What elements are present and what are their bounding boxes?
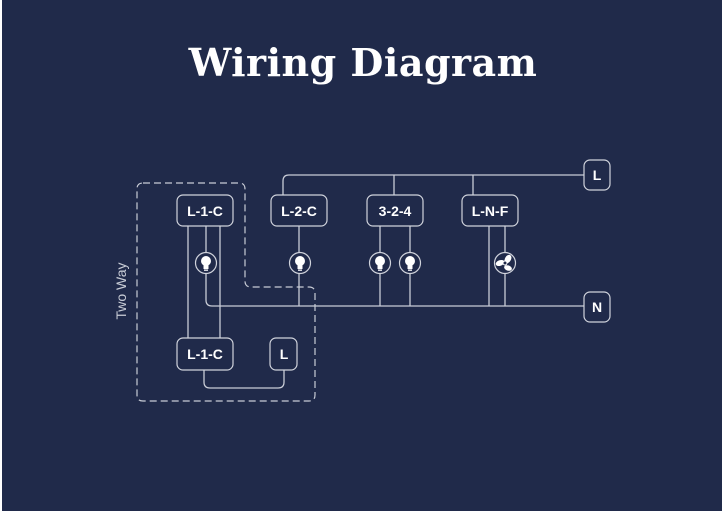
- bulb-icon: [194, 251, 218, 275]
- svg-text:L-1-C: L-1-C: [187, 203, 223, 219]
- switch-l1c-top: L-1-C: [176, 194, 234, 227]
- two-way-group-outline: [136, 182, 316, 402]
- svg-text:L-N-F: L-N-F: [472, 203, 509, 219]
- switch-l2c: L-2-C: [270, 194, 328, 227]
- svg-text:3-2-4: 3-2-4: [379, 203, 412, 219]
- svg-text:L: L: [593, 167, 602, 183]
- switch-lnf: L-N-F: [461, 194, 519, 227]
- bulb-icon: [288, 251, 312, 275]
- live-wire: [282, 174, 584, 195]
- two-way-bottom-wire: [203, 370, 285, 389]
- bulb-icon: [398, 251, 422, 275]
- two-way-live-terminal: L: [269, 337, 298, 371]
- svg-text:L: L: [280, 346, 289, 362]
- fan-icon: [493, 251, 517, 275]
- switch-324: 3-2-4: [366, 194, 424, 227]
- neutral-terminal: N: [583, 291, 611, 323]
- page-title: Wiring Diagram: [188, 40, 538, 85]
- bulb-icon: [368, 251, 392, 275]
- neutral-wire: [205, 274, 584, 307]
- switch-l1c-bottom: L-1-C: [176, 337, 234, 371]
- live-terminal: L: [583, 159, 611, 191]
- svg-text:L-2-C: L-2-C: [281, 203, 317, 219]
- svg-text:N: N: [592, 299, 602, 315]
- svg-text:L-1-C: L-1-C: [187, 346, 223, 362]
- two-way-label: Two Way: [113, 262, 129, 319]
